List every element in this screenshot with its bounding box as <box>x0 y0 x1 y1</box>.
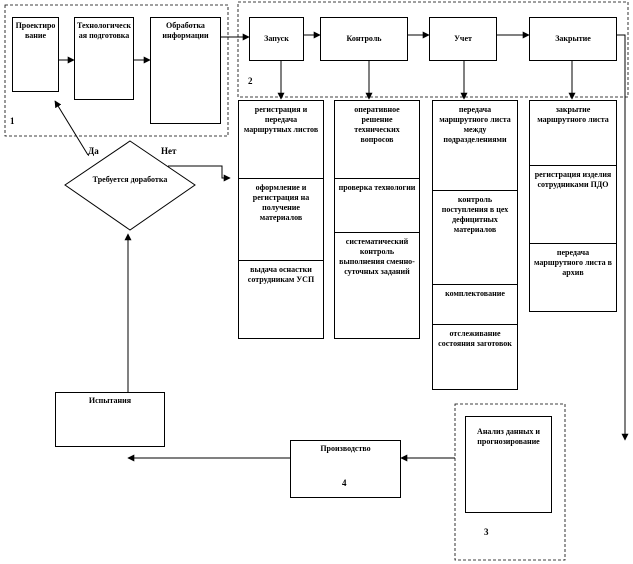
region-1-border <box>4 4 229 137</box>
closing-steps-column: закрытие маршрутного листа регистрация и… <box>529 100 617 312</box>
control-step: систематический контроль выполнения смен… <box>339 237 415 276</box>
arrow-decision-no <box>168 165 231 182</box>
decision-diamond <box>64 140 196 231</box>
control-step: оперативное решение технических вопросов <box>335 101 419 179</box>
accounting-step: отслеживание состояния заготовок <box>438 329 512 348</box>
decision-question: Требуется доработка <box>92 175 168 184</box>
box-production: Производство <box>290 440 401 498</box>
launch-step: выдача оснастки сотрудникам УСП <box>247 265 315 284</box>
region-3-border <box>454 403 566 561</box>
arrow-decision-yes <box>54 100 89 156</box>
box-processing: Обработка информации <box>150 17 221 124</box>
box-launch: Запуск <box>249 17 304 61</box>
launch-steps-column: регистрация и передача маршрутных листов… <box>238 100 324 339</box>
box-accounting: Учет <box>429 17 497 61</box>
decision-yes-label: Да <box>88 146 99 156</box>
control-step: проверка технологии <box>335 179 419 233</box>
accounting-steps-column: передача маршрутного листа между подразд… <box>432 100 518 390</box>
box-design: Проектирование <box>12 17 59 92</box>
region-3-number: 3 <box>484 527 489 537</box>
box-analysis: Анализ данных и прогнозирование <box>465 416 552 513</box>
region-2-number: 2 <box>248 76 253 86</box>
launch-step: регистрация и передача маршрутных листов <box>239 101 323 179</box>
accounting-step: передача маршрутного листа между подразд… <box>433 101 517 191</box>
closing-step: передача маршрутного листа в архив <box>534 248 612 277</box>
arrow-closing-to-analysis <box>617 34 629 441</box>
closing-step: закрытие маршрутного листа <box>530 101 616 166</box>
control-steps-column: оперативное решение технических вопросов… <box>334 100 420 339</box>
box-testing: Испытания <box>55 392 165 447</box>
box-control: Контроль <box>320 17 408 61</box>
accounting-step: комплектование <box>433 285 517 325</box>
region-4-number: 4 <box>342 478 347 488</box>
box-closing: Закрытие <box>529 17 617 61</box>
region-2-border <box>237 1 629 98</box>
accounting-step: контроль поступления в цех дефицитных ма… <box>433 191 517 285</box>
decision-no-label: Нет <box>161 146 177 156</box>
launch-step: оформление и регистрация на получение ма… <box>239 179 323 261</box>
closing-step: регистрация изделия сотрудниками ПДО <box>530 166 616 244</box>
box-tech-prep: Технологическая подготовка <box>74 17 134 100</box>
region-1-number: 1 <box>10 116 15 126</box>
